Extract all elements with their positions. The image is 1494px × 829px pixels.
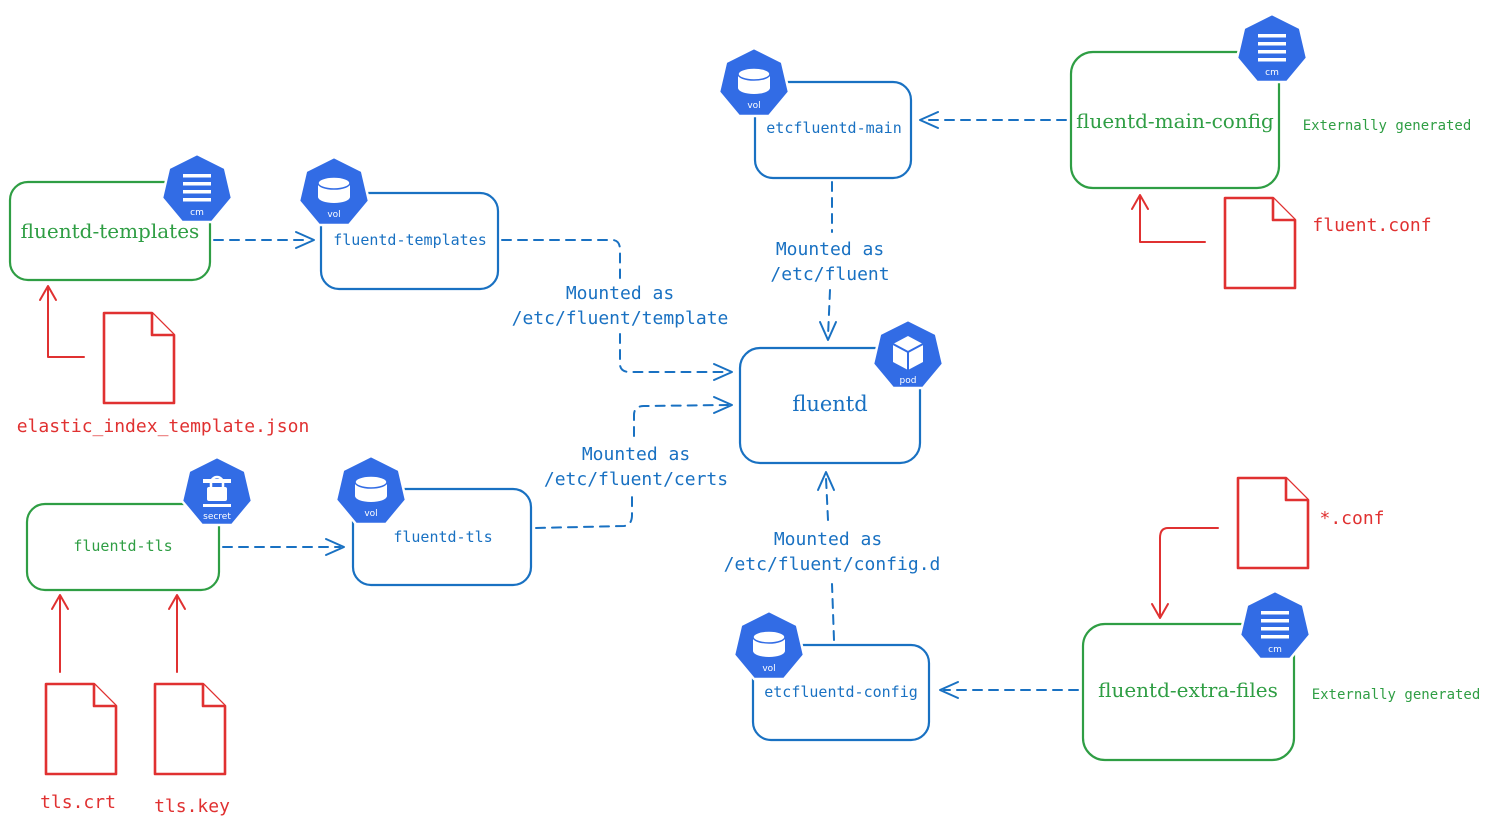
mount-config-line2: /etc/fluent/config.d <box>724 554 941 575</box>
configmap-fluentd-extra-files[interactable]: fluentd-extra-files <box>1081 622 1296 762</box>
volume-etcfluentd-main[interactable]: etcfluentd-main <box>753 80 913 180</box>
secret-badge-icon: secret <box>180 455 254 527</box>
extra-externally-generated-note: Externally generated <box>1312 687 1481 703</box>
svg-text:vol: vol <box>327 210 340 220</box>
volume-fluentd-tls-label: fluentd-tls <box>393 528 492 546</box>
volume-badge-icon: vol <box>732 609 806 681</box>
configmap-fluentd-main-config-label: fluentd-main-config <box>1076 109 1274 133</box>
arrow-elastic-to-configmap <box>39 285 85 358</box>
svg-text:pod: pod <box>900 376 917 386</box>
mount-template-line2: /etc/fluent/template <box>512 308 729 329</box>
file-tls-key-icon <box>153 682 227 776</box>
file-fluent-conf-label: fluent.conf <box>1312 215 1431 236</box>
mount-certs-line2: /etc/fluent/certs <box>544 469 728 490</box>
mount-main-line2: /etc/fluent <box>770 264 889 285</box>
mount-certs-line1: Mounted as <box>582 444 690 465</box>
pod-badge-icon: pod <box>871 318 945 390</box>
arrow-key-to-secret <box>168 594 186 673</box>
svg-text:vol: vol <box>747 101 760 111</box>
mount-template-line1: Mounted as <box>566 283 674 304</box>
configmap-fluentd-extra-files-label: fluentd-extra-files <box>1098 678 1278 702</box>
volume-fluentd-templates[interactable]: fluentd-templates <box>319 191 500 291</box>
volume-fluentd-templates-label: fluentd-templates <box>333 231 487 249</box>
file-star-conf-icon <box>1236 476 1310 570</box>
file-tls-key-label: tls.key <box>154 796 230 817</box>
configmap-fluentd-templates-label: fluentd-templates <box>21 219 200 243</box>
secret-fluentd-tls-label: fluentd-tls <box>73 537 172 555</box>
arrow-vol-main-to-pod <box>819 181 837 341</box>
configmap-badge-icon: cm <box>1235 12 1309 84</box>
volume-fluentd-tls[interactable]: fluentd-tls <box>351 487 533 587</box>
volume-badge-icon: vol <box>717 46 791 118</box>
arrow-templates-cm-to-vol <box>213 231 315 249</box>
configmap-fluentd-templates[interactable]: fluentd-templates <box>8 180 212 282</box>
arrow-tls-secret-to-vol <box>222 538 345 556</box>
file-tls-crt-icon <box>44 682 118 776</box>
arrow-star-conf-to-extra-files <box>1151 527 1219 619</box>
volume-etcfluentd-config[interactable]: etcfluentd-config <box>751 643 931 742</box>
svg-text:cm: cm <box>190 208 204 218</box>
svg-text:vol: vol <box>364 509 377 519</box>
file-elastic-index-template-label: elastic_index_template.json <box>17 416 310 437</box>
svg-text:secret: secret <box>203 512 231 522</box>
svg-text:cm: cm <box>1265 68 1279 78</box>
arrow-crt-to-secret <box>51 594 69 673</box>
file-fluent-conf-icon <box>1223 196 1297 290</box>
arrow-vol-templates-to-pod <box>501 239 733 381</box>
svg-text:cm: cm <box>1268 645 1282 655</box>
file-star-conf-label: *.conf <box>1319 508 1384 529</box>
pod-fluentd[interactable]: fluentd <box>738 346 922 465</box>
configmap-badge-icon: cm <box>1238 589 1312 661</box>
volume-etcfluentd-main-label: etcfluentd-main <box>766 119 901 137</box>
arrow-fluent-conf-to-main-config <box>1131 194 1206 243</box>
volume-etcfluentd-config-label: etcfluentd-config <box>764 683 918 701</box>
svg-text:vol: vol <box>762 664 775 674</box>
secret-fluentd-tls[interactable]: fluentd-tls <box>25 502 221 592</box>
file-tls-crt-label: tls.crt <box>40 792 116 813</box>
arrow-vol-config-to-pod <box>817 471 835 641</box>
arrow-main-config-to-vol-main <box>919 111 1067 129</box>
arrow-extra-files-to-vol-config <box>939 681 1079 699</box>
main-externally-generated-note: Externally generated <box>1303 118 1472 134</box>
pod-fluentd-label: fluentd <box>792 392 867 416</box>
volume-badge-icon: vol <box>297 155 371 227</box>
mount-main-line1: Mounted as <box>776 239 884 260</box>
configmap-badge-icon: cm <box>160 152 234 224</box>
mount-config-line1: Mounted as <box>774 529 882 550</box>
volume-badge-icon: vol <box>334 454 408 526</box>
configmap-fluentd-main-config[interactable]: fluentd-main-config <box>1069 50 1281 190</box>
arrow-vol-tls-to-pod <box>535 396 733 529</box>
file-elastic-index-template-icon <box>102 311 176 405</box>
